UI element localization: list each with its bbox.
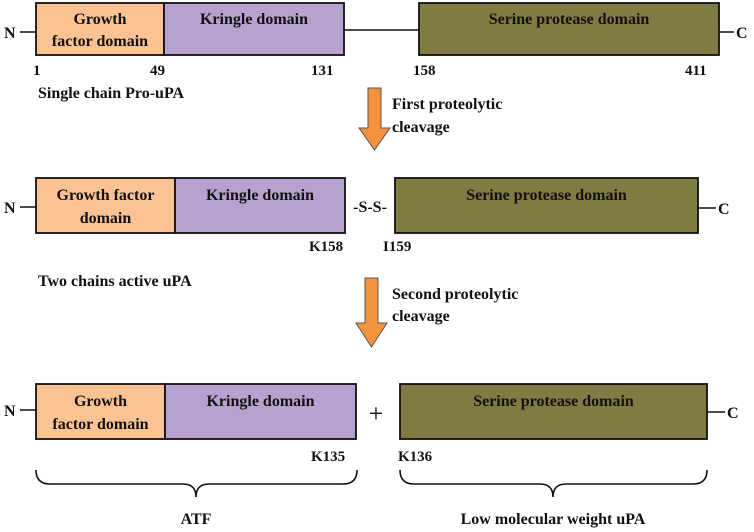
second-cleavage-label-line2: cleavage xyxy=(392,308,450,325)
c-terminus-label: C xyxy=(718,201,730,218)
atf-brace xyxy=(35,469,358,498)
row-single-chain: N Growth factor domain Kringle domain Se… xyxy=(4,2,748,102)
serine-domain-label: Serine protease domain xyxy=(489,11,650,28)
lmw-upa-brace xyxy=(399,469,708,498)
lmw-upa-label: Low molecular weight uPA xyxy=(461,511,646,528)
kringle-domain xyxy=(174,177,346,234)
first-cleavage-label-line2: cleavage xyxy=(392,119,450,136)
c-terminus-label: C xyxy=(736,25,748,42)
row-two-chains: N Growth factor domain Kringle domain -S… xyxy=(4,177,730,290)
second-cleavage-arrow-icon xyxy=(355,277,388,348)
serine-domain-label: Serine protease domain xyxy=(466,187,627,204)
n-terminus-label: N xyxy=(4,403,16,420)
cleavage-site-k136: K136 xyxy=(398,449,433,465)
first-cleavage-arrow-icon xyxy=(358,87,391,151)
kringle-domain-label: Kringle domain xyxy=(200,11,308,28)
serine-protease-domain xyxy=(399,383,708,440)
plus-sign: + xyxy=(369,399,384,428)
first-cleavage-arrow-group: First proteolytic cleavage xyxy=(358,87,502,151)
n-terminus-label: N xyxy=(4,25,16,42)
n-terminus-label: N xyxy=(4,200,16,217)
position-131: 131 xyxy=(311,63,334,79)
growth-factor-domain xyxy=(35,383,166,440)
row-cleavage-products: N Growth factor domain Kringle domain + … xyxy=(4,383,739,528)
disulfide-bond-label: -S-S- xyxy=(353,199,387,216)
two-chains-caption: Two chains active uPA xyxy=(38,273,192,290)
growth-domain-label-line2: domain xyxy=(80,210,132,227)
position-49: 49 xyxy=(150,63,165,79)
serine-domain-label: Serine protease domain xyxy=(473,393,634,410)
growth-domain-label-line1: Growth xyxy=(74,393,127,410)
first-cleavage-label-line1: First proteolytic xyxy=(392,96,502,113)
growth-domain-label-line1: Growth xyxy=(73,11,126,28)
second-cleavage-arrow-group: Second proteolytic cleavage xyxy=(355,277,518,348)
position-1: 1 xyxy=(33,63,41,79)
serine-protease-domain xyxy=(394,177,699,234)
kringle-domain-label: Kringle domain xyxy=(206,393,314,410)
single-chain-caption: Single chain Pro-uPA xyxy=(38,85,185,102)
cleavage-site-i159: I159 xyxy=(383,239,411,255)
growth-domain-label-line2: factor domain xyxy=(52,33,148,50)
cleavage-site-k135: K135 xyxy=(311,449,345,465)
second-cleavage-label-line1: Second proteolytic xyxy=(392,286,518,303)
growth-domain-label-line1: Growth factor xyxy=(57,187,155,204)
atf-label: ATF xyxy=(181,511,212,528)
serine-protease-domain xyxy=(418,2,720,56)
growth-domain-label-line2: factor domain xyxy=(52,416,148,433)
c-terminus-label: C xyxy=(727,405,739,422)
kringle-domain-label: Kringle domain xyxy=(206,187,314,204)
position-411: 411 xyxy=(685,63,707,79)
cleavage-site-k158: K158 xyxy=(309,239,343,255)
growth-factor-domain xyxy=(35,177,176,234)
kringle-domain xyxy=(164,383,357,440)
kringle-domain xyxy=(163,2,345,56)
position-158: 158 xyxy=(413,63,436,79)
